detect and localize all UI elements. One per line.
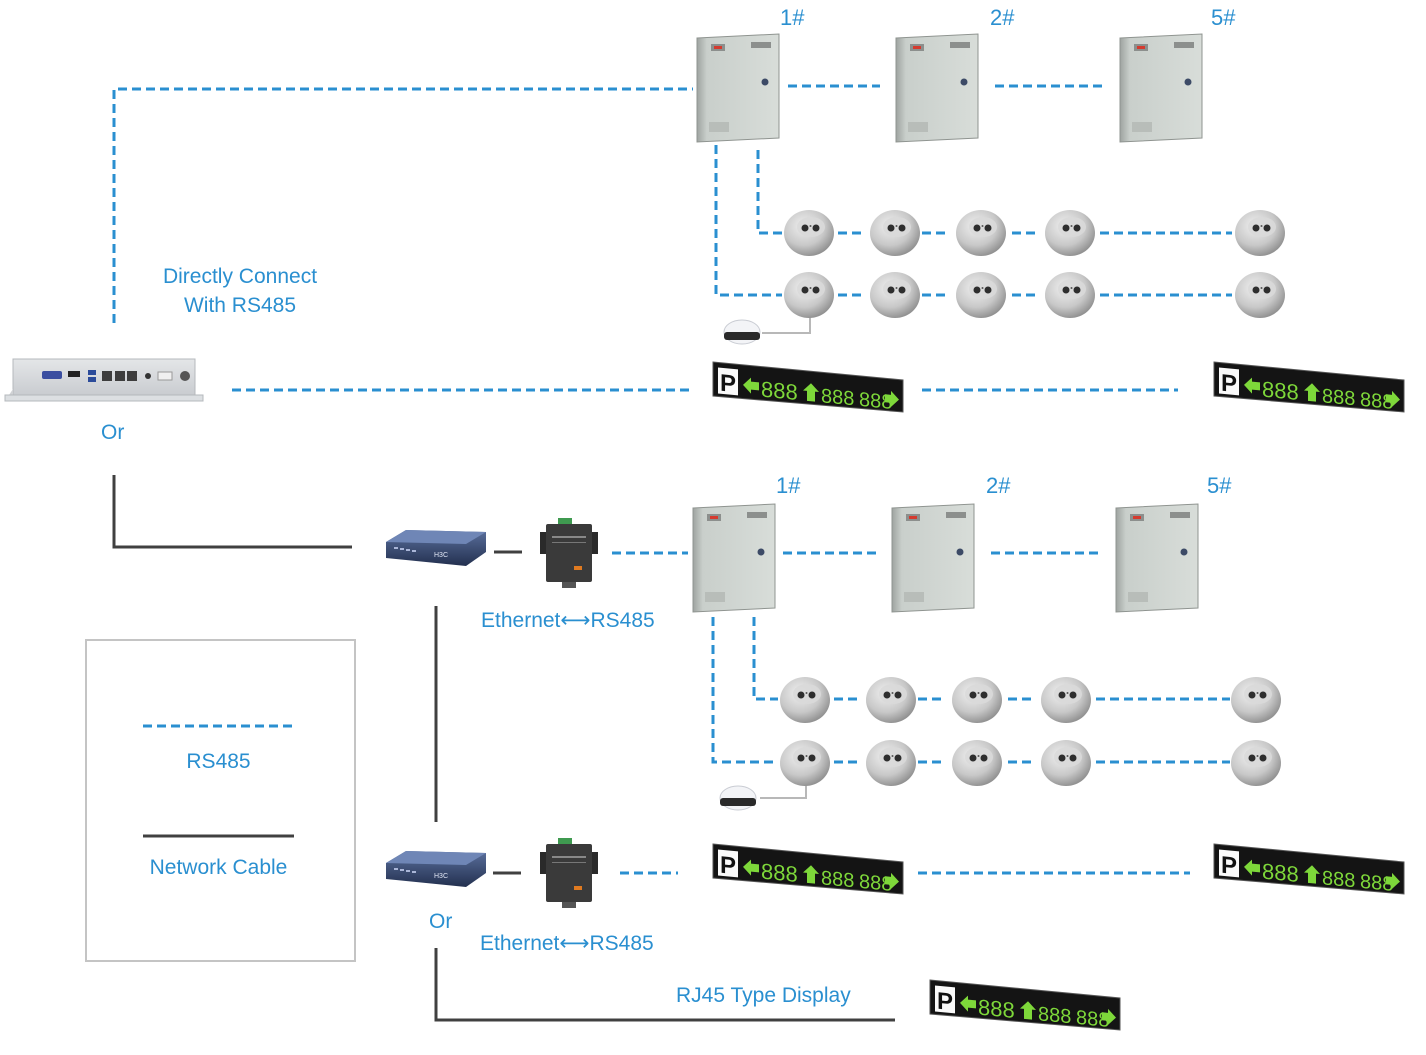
- sensor-top-r2-1: [784, 272, 834, 318]
- legend-network-label: Network Cable: [149, 856, 288, 879]
- display-rj45: [929, 979, 1121, 1033]
- network-to-rj45-display: [434, 948, 895, 1022]
- industrial-pc: [4, 358, 204, 402]
- direct-connect-label-line1: Directly Connect: [162, 265, 318, 288]
- rj45-display-label: RJ45 Type Display: [676, 984, 851, 1007]
- legend-rs485-label: RS485: [186, 750, 251, 773]
- sensor-top-r1-2: [870, 210, 920, 256]
- rs485-top-bus-a: [756, 150, 782, 235]
- controller-bottom-2: [891, 503, 975, 613]
- controller-bottom-5: [1115, 503, 1199, 613]
- rs485-bot-bus-b: [711, 617, 778, 764]
- controller-top-2: [895, 33, 979, 143]
- controller-bottom-2-label: 2#: [986, 473, 1011, 498]
- sensor-top-r1-4: [1045, 210, 1095, 256]
- controller-top-1: [696, 33, 780, 143]
- display-top-1: [712, 361, 904, 415]
- network-switch-2: [386, 851, 486, 887]
- controller-bottom-1-label: 1#: [776, 473, 801, 498]
- display-bottom-1: [712, 843, 904, 897]
- sensor-top-r1-5: [1235, 210, 1285, 256]
- converter-1: [540, 518, 598, 588]
- indicator-wire-top: [762, 312, 811, 334]
- rs485-top-bus-b: [714, 145, 782, 297]
- led-indicator-bottom: [719, 785, 757, 811]
- indicator-wire-bot: [760, 780, 807, 799]
- sensor-bot-r1-5: [1231, 677, 1281, 723]
- sensor-bot-r1-3: [952, 677, 1002, 723]
- controller-top-5: [1119, 33, 1203, 143]
- legend: [85, 639, 356, 962]
- controller-bottom-5-label: 5#: [1207, 473, 1232, 498]
- converter-2: [540, 838, 598, 908]
- sensor-top-r2-5: [1235, 272, 1285, 318]
- rs485-direct-link: [112, 87, 693, 323]
- sensor-bot-r1-2: [866, 677, 916, 723]
- controller-top-1-label: 1#: [780, 5, 805, 30]
- display-top-2: [1213, 361, 1405, 415]
- ethernet-rs485-label-1: Ethernet⟷RS485: [481, 609, 655, 632]
- rs485-lines: [112, 84, 1232, 875]
- vga-port-icon: [42, 371, 62, 379]
- led-indicator-top: [723, 319, 761, 345]
- display-bottom-2: [1213, 843, 1405, 897]
- controller-top-2-label: 2#: [990, 5, 1015, 30]
- network-pc-to-switch: [112, 475, 352, 549]
- ethernet-rs485-label-2: Ethernet⟷RS485: [480, 932, 654, 955]
- controller-bottom-1: [692, 503, 776, 613]
- sensor-bot-r2-4: [1041, 740, 1091, 786]
- sensor-top-r2-2: [870, 272, 920, 318]
- sensor-bot-r2-2: [866, 740, 916, 786]
- sensor-top-r2-4: [1045, 272, 1095, 318]
- sensor-top-r2-3: [956, 272, 1006, 318]
- sensor-bot-r2-3: [952, 740, 1002, 786]
- sensor-bot-r2-5: [1231, 740, 1281, 786]
- or-label-2: Or: [429, 910, 453, 933]
- controller-top-5-label: 5#: [1211, 5, 1236, 30]
- or-label-1: Or: [101, 421, 125, 444]
- sensor-top-r1-1: [784, 210, 834, 256]
- direct-connect-label-line2: With RS485: [183, 294, 297, 317]
- rs485-bot-bus-a: [752, 617, 778, 701]
- sensor-bot-r1-4: [1041, 677, 1091, 723]
- network-switch-1: [386, 530, 486, 566]
- sensor-top-r1-3: [956, 210, 1006, 256]
- sensor-bot-r1-1: [780, 677, 830, 723]
- sensor-bot-r2-1: [780, 740, 830, 786]
